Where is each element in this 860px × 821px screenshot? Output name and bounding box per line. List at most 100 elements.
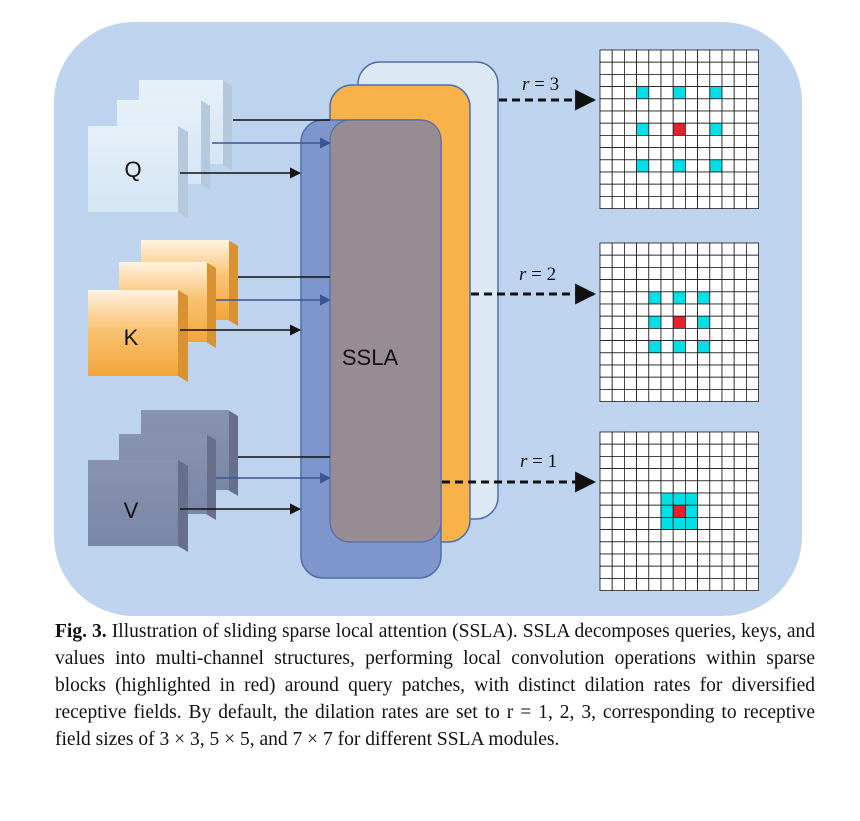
grid-cell [672,352,686,366]
grid-cell [660,352,674,366]
grid-cell [624,431,638,445]
grid-cell [746,529,760,543]
grid-cell [636,183,650,197]
grid-cell [660,195,674,209]
grid-cell [746,480,760,494]
grid-cell [660,529,674,543]
grid-cell [697,578,711,592]
grid-cell [624,492,638,506]
grid-cell [685,291,699,305]
grid-cell [685,279,699,293]
grid-cell [636,565,650,579]
grid-cell [721,443,735,457]
grid-cell [636,195,650,209]
grid-cell [672,541,686,555]
grid-cell [648,159,662,173]
grid-cell [611,98,625,112]
grid-cell [672,266,686,280]
grid-cell [709,504,723,518]
grid-cell [733,553,747,567]
key-box-front: K [88,290,188,382]
grid-cell [660,254,674,268]
grid-cell [660,468,674,482]
grid-cell [636,388,650,402]
rate1-symbol: r [520,451,528,472]
grid-cell [672,61,686,75]
grid-cell-neighbor [636,159,650,173]
grid-cell [599,443,613,457]
grid-cell [624,468,638,482]
grid-cell [648,171,662,185]
grid-cell [660,134,674,148]
rate1-value: = 1 [527,451,557,472]
value-label: V [124,498,139,523]
grid-cell [599,242,613,256]
grid-cell [685,122,699,136]
grid-cell [746,504,760,518]
grid-cell [648,504,662,518]
grid-cell [648,303,662,317]
grid-cell [624,315,638,329]
grid-cell [660,376,674,390]
grid-cell [733,61,747,75]
grid-cell [697,183,711,197]
grid-cell [636,468,650,482]
grid-cell [709,49,723,63]
grid-cell [599,455,613,469]
grid-cell [721,122,735,136]
grid-cell [624,291,638,305]
grid-cell [660,279,674,293]
grid-cell [697,492,711,506]
grid-cell [672,327,686,341]
grid-cell [709,254,723,268]
grid-cell [648,74,662,88]
grid-cell [599,183,613,197]
grid-cell [709,492,723,506]
grid-cell [685,315,699,329]
grid-cell [709,352,723,366]
grid-cell [611,352,625,366]
grid-cell [648,578,662,592]
grid-cell [733,327,747,341]
grid-cell [624,183,638,197]
grid-cell-neighbor [648,340,662,354]
grid-cell [721,553,735,567]
grid-cell [721,279,735,293]
grid-cell [636,134,650,148]
grid-cell [636,110,650,124]
grid-cell [599,98,613,112]
grid-cell [672,431,686,445]
grid-cell [746,134,760,148]
grid-cell [746,376,760,390]
grid-cell-neighbor [672,291,686,305]
grid-cell [672,110,686,124]
grid-cell [611,86,625,100]
grid-cell [733,254,747,268]
grid-cell [685,159,699,173]
grid-cell [685,578,699,592]
grid-cell [648,455,662,469]
grid-cell [733,291,747,305]
grid-cell [648,541,662,555]
ssla-diagram: Q K V [54,22,802,616]
grid-cell [599,134,613,148]
grid-cell [624,74,638,88]
grid-cell [599,431,613,445]
rate3-label: r = 3 [522,74,559,95]
grid-cell [746,110,760,124]
grid-cell [733,266,747,280]
grid-cell [672,364,686,378]
grid-cell [685,376,699,390]
grid-cell [672,553,686,567]
grid-cell [611,147,625,161]
grid-cell [746,122,760,136]
grid-cell [733,98,747,112]
grid-cell [672,443,686,457]
grid-cell [636,242,650,256]
grid-cell [672,578,686,592]
caption-text: Illustration of sliding sparse local att… [55,621,815,750]
grid-cell [672,529,686,543]
grid-cell [709,327,723,341]
grid-cell [611,340,625,354]
rate2-label: r = 2 [519,264,556,285]
